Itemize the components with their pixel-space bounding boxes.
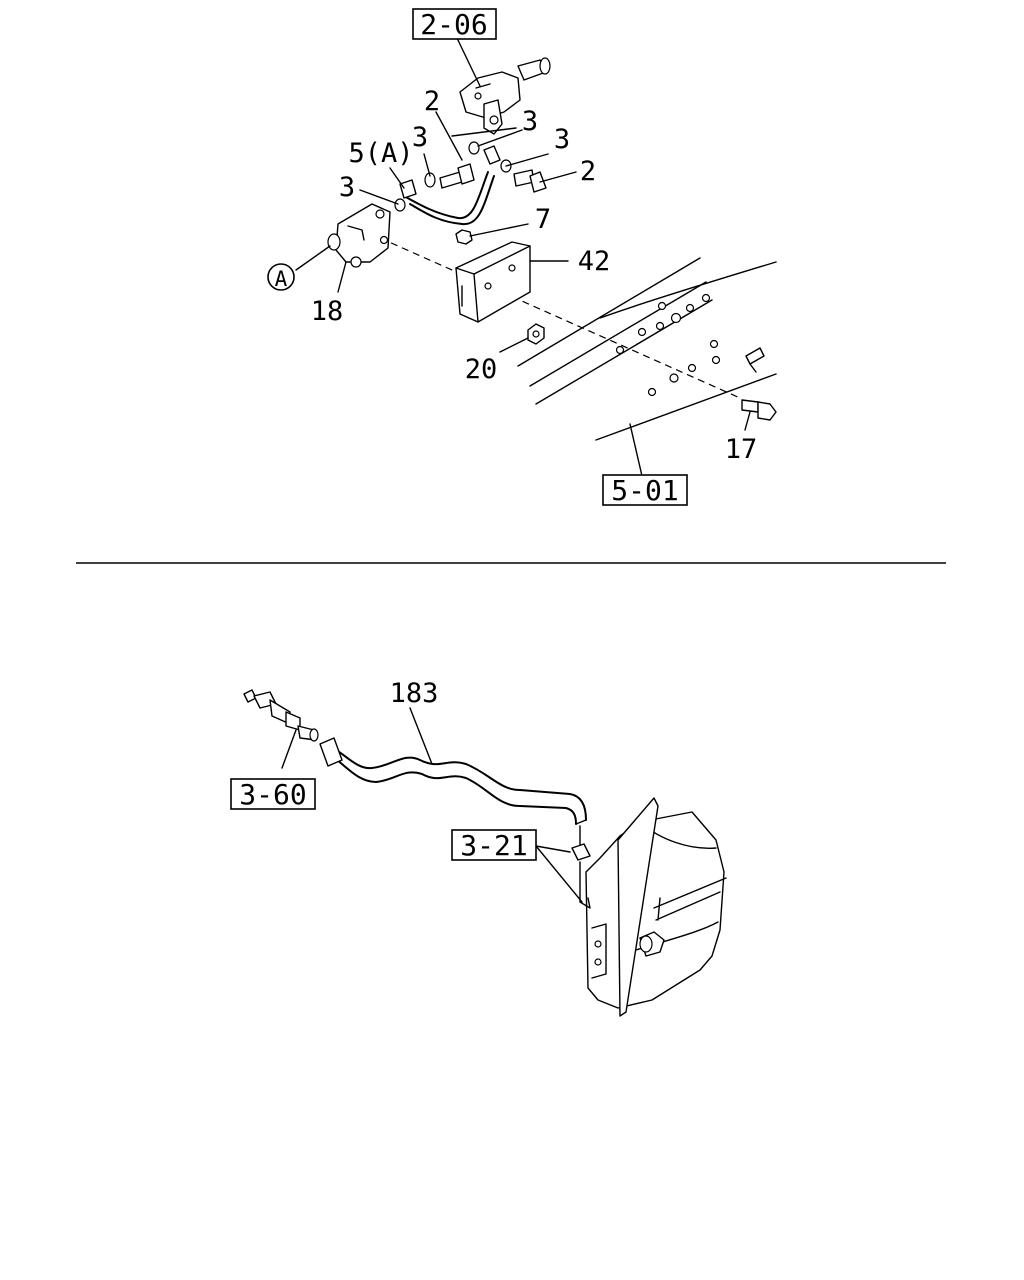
upper-assembly: 2-06 2 3 3 3 5(A) 2 3 7 42 A 18 20 17 5-… <box>267 8 777 507</box>
washer-3c <box>468 141 480 155</box>
label-part-42: 42 <box>578 246 611 277</box>
leader-lines-lower <box>281 707 583 903</box>
label-part-18: 18 <box>311 296 344 327</box>
ref-3-21: 3-21 <box>460 829 527 862</box>
label-part-3-left: 3 <box>412 122 428 153</box>
washer-3a <box>394 198 406 212</box>
marker-a-circle <box>267 263 295 291</box>
bolt-20 <box>527 323 545 345</box>
label-part-3-right: 3 <box>554 124 570 155</box>
label-part-7: 7 <box>535 204 551 235</box>
ref-2-06: 2-06 <box>420 8 487 41</box>
label-part-2-upper: 2 <box>424 86 440 117</box>
washer-tank <box>585 797 727 1017</box>
ref-5-01: 5-01 <box>611 474 678 507</box>
bracket-42 <box>455 241 531 323</box>
label-part-3-far-left: 3 <box>339 172 355 203</box>
slave-cylinder-18 <box>327 203 391 268</box>
label-part-183: 183 <box>390 678 439 709</box>
tank-cap <box>571 843 591 909</box>
union-bolt-2a <box>439 163 475 189</box>
label-part-5a: 5(A) <box>348 138 413 169</box>
label-part-17: 17 <box>725 434 758 465</box>
washer-3b <box>424 172 436 188</box>
frame-rail <box>517 257 777 441</box>
hose-183 <box>319 737 587 849</box>
label-part-2-right: 2 <box>580 156 596 187</box>
bolt-17 <box>741 399 777 421</box>
clutch-master-cylinder <box>459 57 551 135</box>
lower-assembly: 183 3-60 3-21 <box>230 678 727 1017</box>
assembly-centerline <box>379 237 741 399</box>
ref-3-60: 3-60 <box>239 778 306 811</box>
clutch-pipe <box>399 145 501 226</box>
union-bolt-2b <box>513 169 547 193</box>
leader-lines-upper <box>295 35 751 477</box>
marker-a-label: A <box>275 267 288 291</box>
label-part-20: 20 <box>465 354 498 385</box>
label-part-3-top: 3 <box>522 106 538 137</box>
nut-7 <box>455 229 473 245</box>
hose-connector <box>243 689 319 742</box>
